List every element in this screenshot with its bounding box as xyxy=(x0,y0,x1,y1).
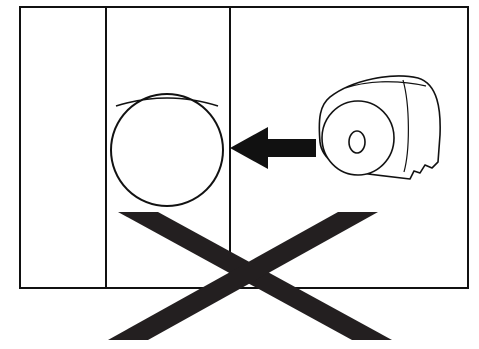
prohibited-x-icon xyxy=(108,212,392,340)
circular-opening-icon xyxy=(111,94,223,206)
insert-arrow-icon xyxy=(230,127,316,169)
toilet-paper-roll-icon xyxy=(319,76,440,179)
